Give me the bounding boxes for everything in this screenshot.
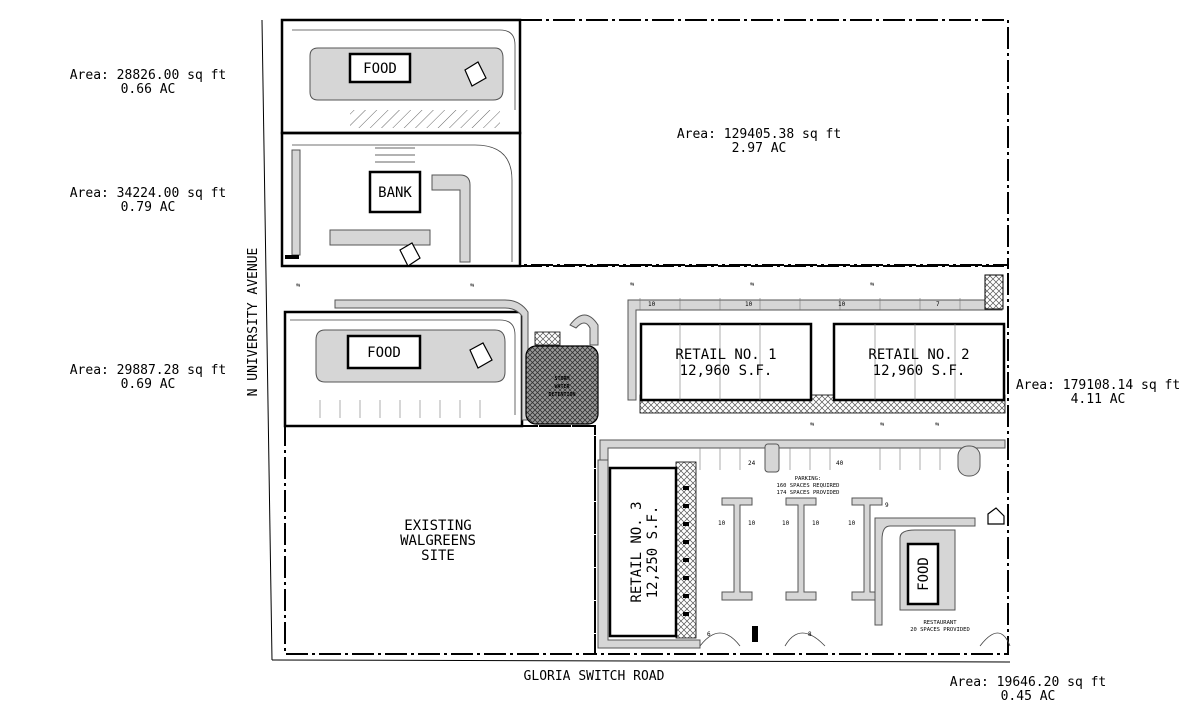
food-top-label: FOOD xyxy=(363,61,397,77)
area-retail-sqft: Area: 179108.14 sq ft xyxy=(1016,378,1180,393)
stall-count-row-40: 40 xyxy=(836,460,844,467)
food-top-parcel: FOOD xyxy=(292,29,516,128)
lot-bank xyxy=(280,131,522,268)
stall-count-top-a: 10 xyxy=(648,301,656,308)
walgreens-label-3: SITE xyxy=(421,548,455,564)
main-parking-field: 24 40 PARKING: 160 SPACES REQUIRED 174 S… xyxy=(599,439,1006,601)
retail-1: RETAIL NO. 1 12,960 S.F. xyxy=(639,322,813,402)
restaurant-note-2: 20 SPACES PROVIDED xyxy=(910,627,970,633)
walgreens-label-2: WALGREENS xyxy=(400,533,476,549)
retail-3-size: 12,250 S.F. xyxy=(645,506,661,599)
bank-parcel: BANK xyxy=(285,144,513,267)
area-corner-ac: 0.45 AC xyxy=(1001,689,1056,704)
restaurant-note-1: RESTAURANT xyxy=(923,620,957,626)
parking-note-2: 160 SPACES REQUIRED xyxy=(777,483,840,489)
stall-count-island-1a: 10 xyxy=(718,520,726,527)
storm-water-detention: STORM WATER DETENTION xyxy=(334,299,599,425)
area-food-top-sqft: Area: 28826.00 sq ft xyxy=(70,68,227,83)
stall-count-bot-6: 6 xyxy=(707,631,711,638)
stall-count-island-2a: 10 xyxy=(782,520,790,527)
storm-label-1: STORM xyxy=(554,376,569,382)
food-mid-label: FOOD xyxy=(367,345,401,361)
food-mid-building xyxy=(346,334,422,370)
retail-3-name: RETAIL NO. 3 xyxy=(629,501,645,602)
area-big-lot-ac: 2.97 AC xyxy=(732,141,787,156)
parking-note-1: PARKING: xyxy=(795,476,822,482)
parking-note-3: 174 SPACES PROVIDED xyxy=(777,490,840,496)
storm-label-2: WATER xyxy=(554,384,570,390)
bank-label: BANK xyxy=(378,185,412,201)
svg-text:⇆: ⇆ xyxy=(470,281,474,289)
area-retail-ac: 4.11 AC xyxy=(1071,392,1126,407)
stall-count-top-c: 10 xyxy=(838,301,846,308)
retail-2: RETAIL NO. 2 12,960 S.F. xyxy=(832,322,1006,402)
stall-count-top-d: 7 xyxy=(936,301,940,308)
area-corner-sqft: Area: 19646.20 sq ft xyxy=(950,675,1107,690)
food-corner-building xyxy=(906,542,940,606)
stall-count-row-24: 24 xyxy=(748,460,756,467)
drive-thru-icon-corner xyxy=(987,507,1005,525)
area-food-top-ac: 0.66 AC xyxy=(121,82,176,97)
retail-2-building xyxy=(832,322,1006,402)
road-label-west: N UNIVERSITY AVENUE xyxy=(246,248,261,397)
retail-1-building xyxy=(639,322,813,402)
corner-food-parcel: FOOD RESTAURANT 20 SPACES PROVIDED xyxy=(874,445,1005,633)
stall-count-east-9: 9 xyxy=(885,502,889,509)
walgreens-site: EXISTING WALGREENS SITE xyxy=(400,518,476,564)
stall-count-island-3a: 10 xyxy=(848,520,856,527)
stall-count-bot-8: 8 xyxy=(808,631,812,638)
svg-text:⇆: ⇆ xyxy=(870,280,874,288)
svg-text:⇆: ⇆ xyxy=(630,280,634,288)
food-mid-parcel: FOOD xyxy=(290,319,516,418)
parking-row-top xyxy=(639,298,961,310)
area-bank-sqft: Area: 34224.00 sq ft xyxy=(70,186,227,201)
walgreens-label-1: EXISTING xyxy=(404,518,471,534)
retail-3: RETAIL NO. 3 12,250 S.F. xyxy=(597,459,701,649)
stall-count-island-1b: 10 xyxy=(748,520,756,527)
drive-thru-icon-bank xyxy=(399,242,421,267)
drive-thru-icon-mid xyxy=(469,342,493,369)
stall-count-island-2b: 10 xyxy=(812,520,820,527)
svg-text:⇆: ⇆ xyxy=(880,420,884,428)
area-food-mid-ac: 0.69 AC xyxy=(121,377,176,392)
retail-2-name: RETAIL NO. 2 xyxy=(868,347,969,363)
area-labels: Area: 28826.00 sq ft 0.66 AC Area: 12940… xyxy=(70,68,1180,704)
retail-3-building xyxy=(608,466,678,638)
svg-text:⇆: ⇆ xyxy=(810,420,814,428)
food-corner-label: FOOD xyxy=(916,557,932,591)
area-bank-ac: 0.79 AC xyxy=(121,200,176,215)
food-top-building xyxy=(348,52,412,84)
road-label-south: GLORIA SWITCH ROAD xyxy=(524,669,665,684)
road-label-west-wrap: N UNIVERSITY AVENUE xyxy=(246,248,261,397)
bottom-parking: 6 8 9 xyxy=(699,502,1011,647)
retail-2-size: 12,960 S.F. xyxy=(873,363,966,379)
retail-1-name: RETAIL NO. 1 xyxy=(675,347,776,363)
drive-thru-icon xyxy=(464,61,487,87)
area-big-lot-sqft: Area: 129405.38 sq ft xyxy=(677,127,841,142)
retail-1-size: 12,960 S.F. xyxy=(680,363,773,379)
storm-label-3: DETENTION xyxy=(548,392,575,398)
traffic-arrows: ⇆ ⇆ ⇆ ⇆ ⇆ ⇆ ⇆ ⇆ xyxy=(296,280,939,428)
bank-building xyxy=(368,170,422,214)
parking-stripes-top xyxy=(350,110,500,128)
parking-islands xyxy=(721,497,883,601)
road-edges xyxy=(261,19,1011,663)
stall-count-top-b: 10 xyxy=(745,301,753,308)
svg-text:⇆: ⇆ xyxy=(935,420,939,428)
svg-text:⇆: ⇆ xyxy=(750,280,754,288)
svg-text:⇆: ⇆ xyxy=(296,281,300,289)
area-food-mid-sqft: Area: 29887.28 sq ft xyxy=(70,363,227,378)
